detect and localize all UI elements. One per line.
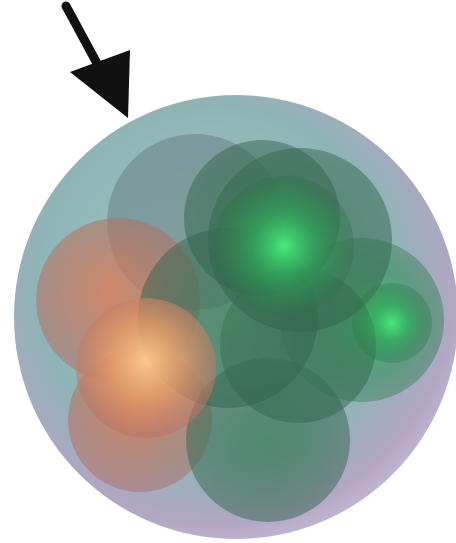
arrow-icon: [66, 6, 130, 118]
cell-right-glow: [352, 283, 432, 363]
cell-orange-glow: [76, 298, 216, 438]
cell-top-glow: [214, 176, 354, 316]
